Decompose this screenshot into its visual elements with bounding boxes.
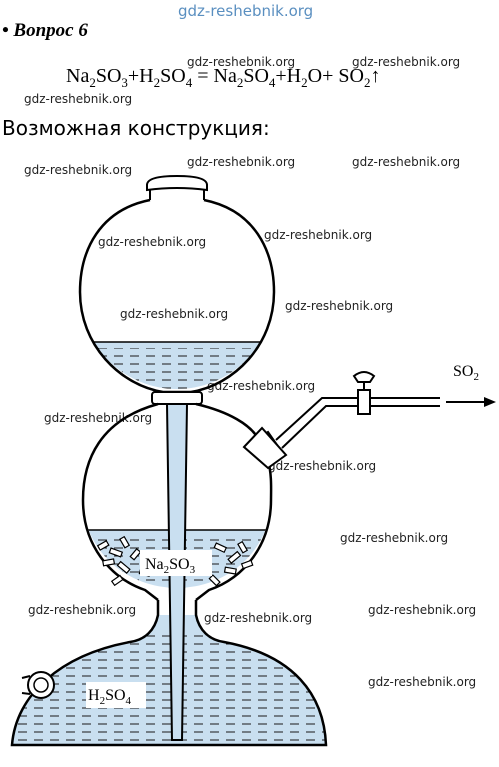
equation-subscript: 3 bbox=[121, 75, 128, 90]
svg-text:H2SO4: H2SO4 bbox=[88, 687, 132, 707]
gas-flow-arrow bbox=[484, 397, 496, 407]
watermark: gdz-reshebnik.org bbox=[264, 228, 373, 242]
equation-subscript: 2 bbox=[301, 75, 308, 90]
top-funnel-neck bbox=[146, 174, 208, 200]
watermark: gdz-reshebnik.org bbox=[24, 163, 133, 177]
gas-outlet-tube: SO2 bbox=[242, 363, 496, 470]
h2so4-label: H2SO4 bbox=[86, 682, 146, 708]
watermark: gdz-reshebnik.org bbox=[368, 675, 477, 689]
equation-text: O+ SO bbox=[307, 65, 364, 87]
na2so3-crystals bbox=[96, 535, 254, 587]
outlet-stopper bbox=[242, 426, 288, 470]
top-reservoir-bulb bbox=[78, 198, 276, 394]
watermark: gdz-reshebnik.org bbox=[285, 299, 394, 313]
equation-subscript: 2 bbox=[153, 75, 161, 90]
question-heading: • Вопрос 6 bbox=[2, 20, 88, 42]
watermark: gdz-reshebnik.org bbox=[98, 235, 207, 249]
equation-subscript: 4 bbox=[185, 75, 193, 90]
equation-text: SO bbox=[243, 65, 269, 87]
watermark: gdz-reshebnik.org bbox=[352, 55, 461, 69]
svg-text:Na2SO3: Na2SO3 bbox=[145, 556, 196, 576]
watermark: gdz-reshebnik.org bbox=[340, 531, 449, 545]
bullet: • bbox=[2, 20, 9, 41]
watermark: gdz-reshebnik.org bbox=[187, 155, 296, 169]
watermark: gdz-reshebnik.org bbox=[268, 459, 377, 473]
equation-subscript: 2 bbox=[363, 75, 371, 90]
equation-subscript: 2 bbox=[89, 75, 96, 90]
equation-text: +H bbox=[127, 65, 154, 87]
watermark: gdz-reshebnik.org bbox=[204, 611, 313, 625]
na2so3-label: Na2SO3 bbox=[140, 550, 212, 576]
watermark: gdz-reshebnik.org bbox=[368, 603, 477, 617]
equation-text: = Na bbox=[192, 65, 237, 87]
drain-plug[interactable] bbox=[21, 671, 55, 699]
equation-subscript: 2 bbox=[236, 75, 244, 90]
equation-text: SO bbox=[95, 65, 122, 87]
watermark: gdz-reshebnik.org bbox=[44, 411, 153, 425]
watermark: gdz-reshebnik.org bbox=[24, 92, 133, 106]
watermark: gdz-reshebnik.org bbox=[120, 307, 229, 321]
watermark: gdz-reshebnik.org bbox=[352, 155, 461, 169]
stopcock[interactable] bbox=[352, 371, 376, 415]
ground-glass-joint bbox=[151, 391, 203, 405]
so2-label: SO2 bbox=[453, 363, 479, 383]
watermark: gdz-reshebnik.org bbox=[28, 603, 137, 617]
watermark-top: gdz-reshebnik.org bbox=[178, 2, 314, 20]
equation-subscript: 4 bbox=[268, 75, 276, 90]
equation-text: +H bbox=[275, 65, 302, 87]
reaction-equation: Na2SO3+H2SO4 = Na2SO4+H2O+ SO2↑ bbox=[66, 65, 380, 91]
watermark: gdz-reshebnik.org bbox=[207, 379, 316, 393]
equation-text: ↑ bbox=[370, 65, 381, 87]
equation-text: SO bbox=[160, 65, 186, 87]
watermark: gdz-reshebnik.org bbox=[187, 55, 296, 69]
question-title: Вопрос 6 bbox=[13, 20, 88, 41]
equation-text: Na bbox=[66, 65, 90, 87]
construction-label: Возможная конструкция: bbox=[2, 116, 270, 140]
